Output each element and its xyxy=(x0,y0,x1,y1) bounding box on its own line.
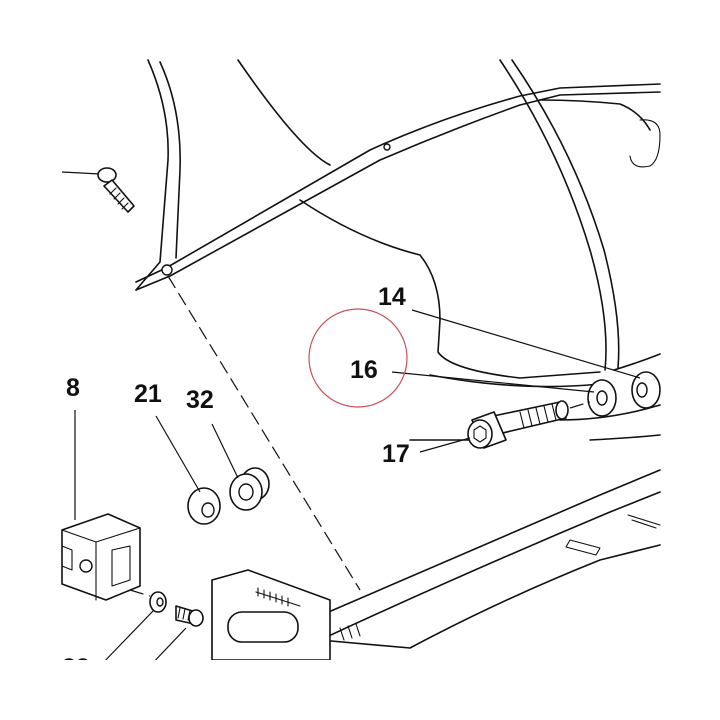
callout-17: 17 xyxy=(382,440,410,468)
callout-14: 14 xyxy=(378,283,406,311)
mount-hole xyxy=(161,264,173,276)
bolt-axis-line xyxy=(569,401,591,409)
mount-hole xyxy=(383,143,391,151)
callout-16: 16 xyxy=(350,356,378,384)
grommet-32 xyxy=(229,467,270,511)
bolt-17 xyxy=(467,400,569,449)
callout-32: 32 xyxy=(186,386,214,414)
washer-21 xyxy=(187,487,221,525)
leader-17 xyxy=(419,437,471,453)
leader-32 xyxy=(211,423,239,479)
screw-top-left xyxy=(61,167,135,213)
leader-21 xyxy=(155,415,201,493)
leader-14 xyxy=(411,309,641,379)
callout-21: 21 xyxy=(134,380,162,408)
leader-22 xyxy=(97,609,155,669)
leader-16 xyxy=(391,371,595,393)
fairing-panel xyxy=(135,59,661,388)
alignment-line xyxy=(167,275,361,591)
bracket-8 xyxy=(61,513,141,601)
washer-16 xyxy=(587,379,617,417)
callout-8: 8 xyxy=(66,374,80,402)
screw-22-assembly xyxy=(129,589,204,627)
washer-14 xyxy=(631,371,661,409)
lower-frame xyxy=(211,404,661,661)
highlight-circle-icon xyxy=(308,308,408,408)
bottom-crop xyxy=(0,660,720,720)
